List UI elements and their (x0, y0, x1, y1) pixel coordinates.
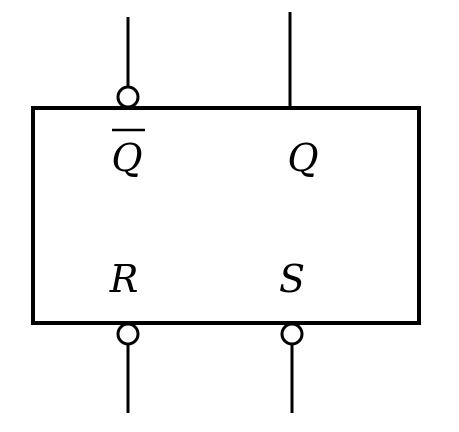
q-bar-label: Q (111, 136, 142, 180)
r-inversion-bubble (116, 322, 140, 346)
s-label: S (279, 257, 305, 301)
q-bar-inversion-bubble (116, 85, 140, 109)
r-label: R (109, 257, 139, 301)
latch-body (31, 106, 421, 325)
q-label: Q (287, 136, 318, 180)
s-inversion-bubble (280, 322, 304, 346)
